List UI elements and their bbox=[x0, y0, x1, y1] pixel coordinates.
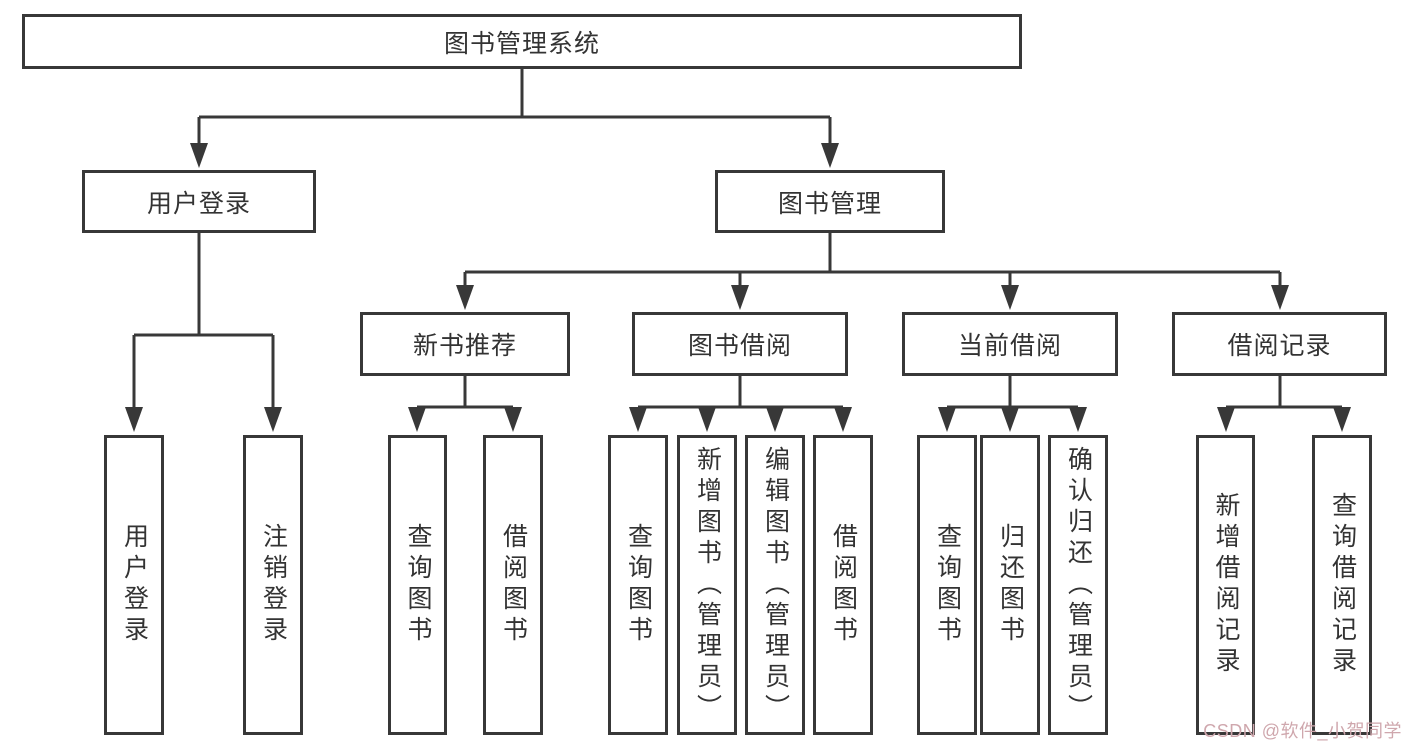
node-new-book-recommend: 新书推荐 bbox=[360, 312, 570, 376]
node-query-book-3: 查询图书 bbox=[917, 435, 977, 735]
node-borrow-book-2: 借阅图书 bbox=[813, 435, 873, 735]
node-library-system: 图书管理系统 bbox=[22, 14, 1022, 69]
connector-current-borrowing bbox=[938, 376, 1087, 432]
node-user-login: 用户登录 bbox=[82, 170, 316, 233]
node-add-book-admin: 新增图书（管理员） bbox=[677, 435, 737, 735]
connector-root bbox=[190, 69, 839, 168]
connector-user-login bbox=[125, 233, 282, 432]
node-logout: 注销登录 bbox=[243, 435, 303, 735]
node-return-book: 归还图书 bbox=[980, 435, 1040, 735]
node-query-borrow-record: 查询借阅记录 bbox=[1312, 435, 1372, 735]
node-book-borrowing: 图书借阅 bbox=[632, 312, 848, 376]
node-query-book-2: 查询图书 bbox=[608, 435, 668, 735]
node-current-borrowing: 当前借阅 bbox=[902, 312, 1118, 376]
connector-new-book-recommend bbox=[408, 376, 522, 432]
node-query-book-1: 查询图书 bbox=[388, 435, 447, 735]
node-borrow-book-1: 借阅图书 bbox=[483, 435, 543, 735]
node-add-borrow-record: 新增借阅记录 bbox=[1196, 435, 1255, 735]
csdn-watermark: CSDN @软件_小贺同学 bbox=[1203, 721, 1402, 741]
node-borrowing-records: 借阅记录 bbox=[1172, 312, 1387, 376]
node-user-login-leaf: 用户登录 bbox=[104, 435, 164, 735]
connector-book-borrowing bbox=[629, 376, 852, 432]
node-confirm-return-admin: 确认归还（管理员） bbox=[1048, 435, 1108, 735]
node-edit-book-admin: 编辑图书（管理员） bbox=[745, 435, 805, 735]
connector-book-management bbox=[456, 233, 1289, 310]
connector-borrowing-records bbox=[1217, 376, 1351, 432]
node-book-management: 图书管理 bbox=[715, 170, 945, 233]
